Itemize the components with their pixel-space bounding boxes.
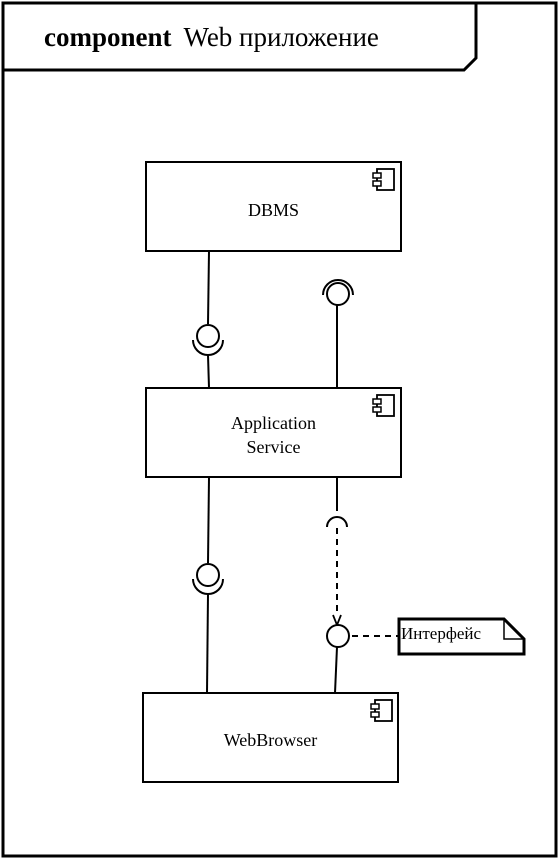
- frame-name-tab: [1, 1, 478, 72]
- component-dbms[interactable]: DBMS: [145, 161, 402, 252]
- component-application-service-label-line2: Service: [247, 437, 301, 457]
- frame-name: Web приложение: [184, 22, 379, 52]
- frame-keyword: component: [44, 22, 172, 52]
- component-icon: [372, 168, 395, 191]
- component-webbrowser[interactable]: WebBrowser: [142, 692, 399, 783]
- component-icon: [370, 699, 393, 722]
- component-application-service-label: Application: [231, 413, 316, 433]
- connector-app-provided: [322, 279, 354, 388]
- component-application-service[interactable]: Application Service: [145, 387, 402, 478]
- connector-dependency: [326, 477, 350, 694]
- connector-app-to-browser: [192, 476, 224, 694]
- note-interface[interactable]: Интерфейс: [397, 617, 526, 656]
- component-icon: [372, 394, 395, 417]
- note-text: Интерфейс: [401, 624, 482, 643]
- frame-title: component Web приложение: [44, 22, 379, 52]
- connector-dbms-provided: [192, 250, 224, 389]
- component-dbms-label: DBMS: [248, 200, 299, 220]
- component-webbrowser-label: WebBrowser: [224, 730, 318, 750]
